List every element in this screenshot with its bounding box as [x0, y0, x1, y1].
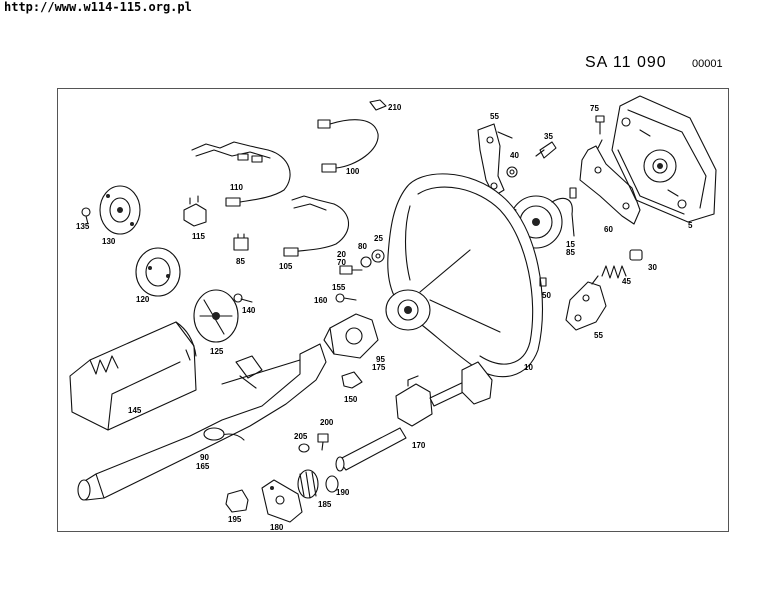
part-wiring-110 [191, 141, 291, 207]
part-clip-195 [225, 489, 249, 513]
label-25: 25 [374, 234, 383, 243]
part-ring-190 [325, 475, 339, 493]
part-screw-35 [535, 141, 557, 159]
label-105: 105 [279, 262, 293, 271]
label-205: 205 [294, 432, 308, 441]
label-125: 125 [210, 347, 224, 356]
label-55-lower: 55 [594, 331, 603, 340]
part-bracket-180 [261, 479, 303, 523]
part-screw-160 [335, 293, 357, 303]
label-210: 210 [388, 103, 402, 112]
label-170: 170 [412, 441, 426, 450]
label-15: 15 [566, 240, 575, 249]
label-145: 145 [128, 406, 142, 415]
part-screw-75 [595, 115, 605, 135]
label-20: 20 [337, 250, 346, 259]
part-wiring-100 [317, 119, 379, 173]
part-screw-200 [317, 433, 329, 451]
label-90: 90 [200, 453, 209, 462]
part-wiring-105 [283, 195, 350, 257]
part-clip-210 [369, 99, 387, 111]
part-switch-disc-130 [99, 185, 141, 235]
label-140: 140 [242, 306, 256, 315]
part-switch-plate-125 [193, 289, 239, 343]
part-screw-135 [81, 207, 91, 225]
label-130: 130 [102, 237, 116, 246]
part-cap-30 [629, 249, 643, 261]
label-5: 5 [688, 221, 693, 230]
label-185: 185 [318, 500, 332, 509]
part-clip-150 [341, 371, 363, 389]
part-lock-housing-95 [323, 313, 379, 359]
part-contact-plate-lower [565, 275, 607, 331]
label-85-left: 85 [236, 257, 245, 266]
part-bearing-185 [297, 469, 319, 499]
label-200: 200 [320, 418, 334, 427]
label-135: 135 [76, 222, 90, 231]
label-40: 40 [510, 151, 519, 160]
label-190: 190 [336, 488, 350, 497]
label-75: 75 [590, 104, 599, 113]
part-steering-wheel [385, 173, 543, 378]
label-80: 80 [358, 242, 367, 251]
part-labels: 5 10 15 20 25 30 35 40 45 50 55 55 60 70… [76, 103, 693, 532]
diagram-frame [57, 88, 729, 532]
label-55-upper: 55 [490, 112, 499, 121]
label-110: 110 [230, 183, 243, 192]
label-10: 10 [524, 363, 533, 372]
label-30: 30 [648, 263, 657, 272]
label-85-right: 85 [566, 248, 575, 257]
label-160: 160 [314, 296, 328, 305]
label-175: 175 [372, 363, 386, 372]
part-spring-45 [601, 265, 627, 279]
part-washer-25 [371, 249, 385, 263]
part-column-jacket [77, 343, 327, 501]
part-washer-80 [360, 256, 372, 268]
label-165: 165 [196, 462, 210, 471]
label-35: 35 [544, 132, 553, 141]
label-150: 150 [344, 395, 358, 404]
label-60: 60 [604, 225, 613, 234]
part-ring-120 [135, 247, 181, 297]
label-195: 195 [228, 515, 242, 524]
label-70: 70 [337, 258, 346, 267]
part-contact-lever-upper [477, 123, 513, 197]
part-clip-50 [539, 277, 547, 287]
label-120: 120 [136, 295, 150, 304]
label-180: 180 [270, 523, 284, 532]
part-horn-cover [611, 95, 717, 223]
label-50: 50 [542, 291, 551, 300]
diagram-code: SA 11 090 [585, 54, 667, 71]
label-115: 115 [192, 232, 205, 241]
sheet-number: 00001 [692, 58, 723, 70]
label-95: 95 [376, 355, 385, 364]
part-screw-140 [233, 293, 253, 303]
part-connector-115 [183, 195, 207, 227]
label-100: 100 [346, 167, 360, 176]
label-45: 45 [622, 277, 631, 286]
label-155: 155 [332, 283, 346, 292]
part-washer-205 [298, 443, 310, 453]
part-contact-bracket [579, 139, 641, 225]
part-cover-sleeve-145 [69, 321, 197, 431]
part-steering-shaft-170 [335, 361, 493, 472]
part-connector-85 [233, 233, 249, 251]
site-url[interactable]: http://www.w114-115.org.pl [4, 0, 192, 14]
part-nut-40 [506, 166, 518, 178]
part-screw-20 [339, 265, 363, 275]
